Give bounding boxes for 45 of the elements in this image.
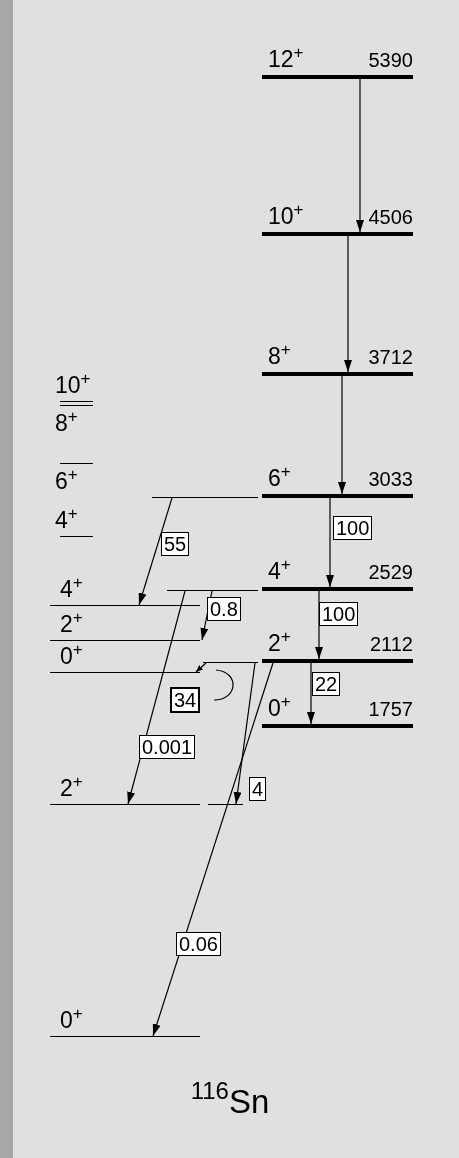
transition-arrow — [338, 375, 346, 495]
spin-parity-label: 10$^{+}$ — [55, 372, 91, 398]
energy-value: 3712 — [368, 345, 413, 369]
transition-arrow — [344, 235, 352, 373]
spin-parity-label: 8$^{+}$ — [55, 410, 78, 436]
energy-value: 2112 — [370, 632, 413, 656]
transition-arrow — [127, 590, 186, 805]
transition-arrow — [307, 662, 315, 725]
spin-parity-label: 2$^{+}$ — [268, 630, 291, 656]
intensity-label: 22 — [312, 672, 341, 696]
transition-arrow — [315, 590, 323, 660]
spin-parity-label: 4$^{+}$ — [60, 576, 83, 602]
spin-parity-label: 0$^{+}$ — [60, 1007, 83, 1033]
intensity-label: 0.06 — [176, 932, 221, 956]
transition-arrow — [138, 497, 173, 606]
energy-value: 5390 — [368, 48, 413, 72]
spin-parity-label: 2$^{+}$ — [60, 775, 83, 801]
intensity-label: 55 — [161, 532, 190, 556]
spin-parity-label: 6$^{+}$ — [55, 468, 78, 494]
spin-parity-label: 6$^{+}$ — [268, 465, 291, 491]
intensity-label: 34 — [170, 687, 201, 713]
transition-arrow — [233, 662, 256, 805]
spin-parity-label: 10$^{+}$ — [268, 203, 304, 229]
spin-parity-label: 4$^{+}$ — [55, 507, 78, 533]
transition-arrow — [195, 662, 207, 673]
spin-parity-label: 12$^{+}$ — [268, 46, 304, 72]
energy-value: 1757 — [368, 697, 413, 721]
spin-parity-label: 4$^{+}$ — [268, 558, 291, 584]
spin-parity-label: 0$^{+}$ — [268, 695, 291, 721]
transition-arrow — [326, 497, 334, 588]
energy-value: 2529 — [368, 560, 413, 584]
intensity-label: 100 — [333, 516, 373, 540]
intensity-label: 4 — [249, 777, 267, 801]
spin-parity-label: 2$^{+}$ — [60, 611, 83, 637]
nucleus-caption: $^{116}$Sn — [189, 1082, 271, 1122]
spin-parity-label: 0$^{+}$ — [60, 643, 83, 669]
intensity-label: 100 — [319, 602, 359, 626]
transition-arrow — [152, 662, 274, 1037]
energy-level — [50, 642, 200, 673]
energy-value: 4506 — [368, 205, 413, 229]
energy-value: 3033 — [368, 467, 413, 491]
intensity-label: 0.001 — [139, 735, 196, 759]
transition-arrow — [356, 78, 364, 233]
intensity-label: 0.8 — [207, 597, 241, 621]
spin-parity-label: 8$^{+}$ — [268, 343, 291, 369]
